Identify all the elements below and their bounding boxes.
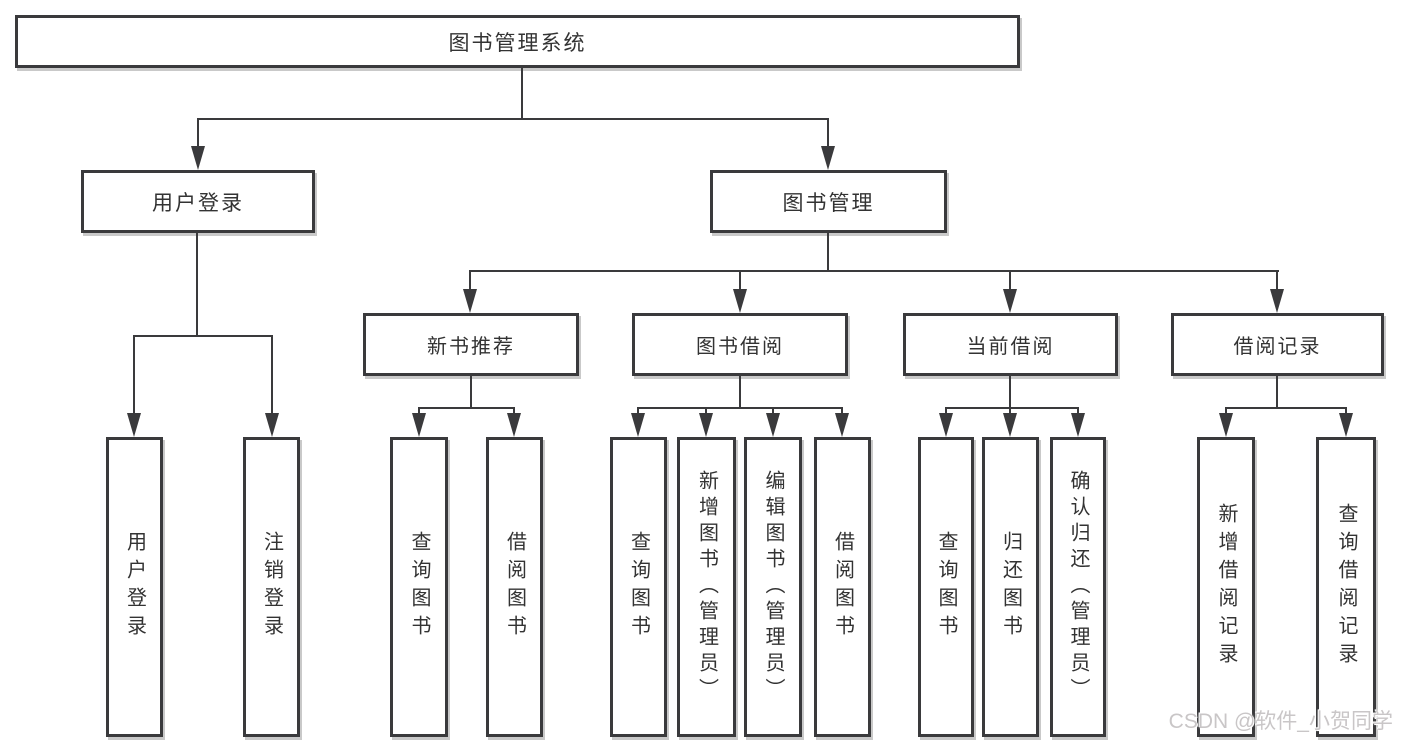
node-book-management: 图书管理 bbox=[710, 170, 947, 233]
leaf-add-books-admin: 新增图书（管理员） bbox=[677, 437, 736, 737]
arrowhead-down-icon bbox=[733, 289, 747, 313]
connector-stem bbox=[469, 270, 471, 291]
arrowhead-down-icon bbox=[821, 146, 835, 170]
leaf-query-books-recommend: 查询图书 bbox=[390, 437, 448, 737]
node-new-book-recommend: 新书推荐 bbox=[363, 313, 579, 376]
leaf-label: 查询图书 bbox=[408, 531, 430, 643]
leaf-label: 编辑图书（管理员） bbox=[762, 470, 784, 704]
node-book-borrow: 图书借阅 bbox=[632, 313, 848, 376]
arrowhead-down-icon bbox=[191, 146, 205, 170]
connector-user-login-horizontal bbox=[133, 335, 273, 337]
leaf-query-books-current: 查询图书 bbox=[918, 437, 974, 737]
connector-section-horizontal bbox=[418, 407, 515, 409]
connector-stem bbox=[133, 335, 135, 415]
connector-section-vertical bbox=[1009, 375, 1011, 407]
arrowhead-down-icon bbox=[1219, 413, 1233, 437]
leaf-label: 借阅图书 bbox=[831, 531, 854, 643]
arrowhead-down-icon bbox=[939, 413, 953, 437]
connector-stem bbox=[772, 407, 774, 415]
node-user-login-label: 用户登录 bbox=[152, 191, 244, 215]
arrowhead-down-icon bbox=[631, 413, 645, 437]
arrowhead-down-icon bbox=[699, 413, 713, 437]
arrowhead-down-icon bbox=[1003, 413, 1017, 437]
node-root-label: 图书管理系统 bbox=[448, 31, 587, 55]
connector-section-vertical bbox=[1276, 375, 1278, 407]
node-current-borrow-label: 当前借阅 bbox=[966, 336, 1055, 358]
connector-stem bbox=[1077, 407, 1079, 415]
connector-stem bbox=[739, 270, 741, 291]
connector-section-horizontal bbox=[637, 407, 843, 409]
arrowhead-down-icon bbox=[463, 289, 477, 313]
connector-section-horizontal bbox=[1225, 407, 1347, 409]
node-book-management-label: 图书管理 bbox=[782, 191, 875, 215]
node-current-borrow: 当前借阅 bbox=[903, 313, 1118, 376]
leaf-label: 查询借阅记录 bbox=[1335, 503, 1357, 671]
connector-stem bbox=[827, 118, 829, 148]
connector-section-vertical bbox=[470, 375, 472, 407]
connector-stem bbox=[1276, 270, 1278, 291]
leaf-label: 归还图书 bbox=[999, 531, 1022, 643]
connector-root-vertical bbox=[521, 67, 523, 118]
connector-level3-horizontal bbox=[469, 270, 1279, 272]
connector-stem bbox=[1009, 270, 1011, 291]
leaf-query-borrow-record: 查询借阅记录 bbox=[1316, 437, 1376, 737]
node-borrow-records-label: 借阅记录 bbox=[1233, 336, 1322, 358]
connector-stem bbox=[637, 407, 639, 415]
leaf-label: 新增图书（管理员） bbox=[695, 470, 718, 704]
connector-stem bbox=[945, 407, 947, 415]
arrowhead-down-icon bbox=[1270, 289, 1284, 313]
arrowhead-down-icon bbox=[766, 413, 780, 437]
arrowhead-down-icon bbox=[507, 413, 521, 437]
leaf-borrow-books: 借阅图书 bbox=[814, 437, 871, 737]
arrowhead-down-icon bbox=[1339, 413, 1353, 437]
connector-stem bbox=[418, 407, 420, 415]
connector-level2-horizontal bbox=[197, 118, 829, 120]
leaf-label: 新增借阅记录 bbox=[1215, 503, 1237, 671]
node-user-login: 用户登录 bbox=[81, 170, 315, 233]
connector-stem bbox=[197, 118, 199, 148]
arrowhead-down-icon bbox=[127, 413, 141, 437]
arrowhead-down-icon bbox=[1003, 289, 1017, 313]
connector-book-mgmt-vertical bbox=[827, 233, 829, 270]
node-borrow-records: 借阅记录 bbox=[1171, 313, 1384, 376]
leaf-query-books-borrow: 查询图书 bbox=[610, 437, 667, 737]
arrowhead-down-icon bbox=[412, 413, 426, 437]
leaf-logout-label: 注销登录 bbox=[260, 531, 283, 643]
leaf-logout: 注销登录 bbox=[243, 437, 300, 737]
leaf-user-login-label: 用户登录 bbox=[123, 531, 146, 643]
node-book-borrow-label: 图书借阅 bbox=[696, 336, 784, 358]
node-new-book-recommend-label: 新书推荐 bbox=[427, 336, 515, 358]
leaf-borrow-books-recommend: 借阅图书 bbox=[486, 437, 543, 737]
connector-stem bbox=[705, 407, 707, 415]
connector-stem bbox=[271, 335, 273, 415]
leaf-return-books: 归还图书 bbox=[982, 437, 1039, 737]
arrowhead-down-icon bbox=[835, 413, 849, 437]
arrowhead-down-icon bbox=[265, 413, 279, 437]
leaf-edit-books-admin: 编辑图书（管理员） bbox=[744, 437, 802, 737]
connector-section-horizontal bbox=[945, 407, 1079, 409]
leaf-add-borrow-record: 新增借阅记录 bbox=[1197, 437, 1255, 737]
leaf-confirm-return-admin: 确认归还（管理员） bbox=[1050, 437, 1106, 737]
connector-user-login-vertical bbox=[196, 233, 198, 335]
leaf-label: 借阅图书 bbox=[503, 531, 526, 643]
arrowhead-down-icon bbox=[1071, 413, 1085, 437]
leaf-label: 确认归还（管理员） bbox=[1067, 470, 1089, 704]
leaf-user-login: 用户登录 bbox=[106, 437, 163, 737]
connector-stem bbox=[1345, 407, 1347, 415]
leaf-label: 查询图书 bbox=[627, 531, 650, 643]
connector-stem bbox=[1009, 407, 1011, 415]
connector-stem bbox=[1225, 407, 1227, 415]
leaf-label: 查询图书 bbox=[935, 531, 957, 643]
connector-stem bbox=[841, 407, 843, 415]
connector-stem bbox=[513, 407, 515, 415]
node-root: 图书管理系统 bbox=[15, 15, 1020, 68]
connector-section-vertical bbox=[739, 375, 741, 407]
csdn-watermark: CSDN @软件_小贺同学 bbox=[1168, 710, 1393, 733]
